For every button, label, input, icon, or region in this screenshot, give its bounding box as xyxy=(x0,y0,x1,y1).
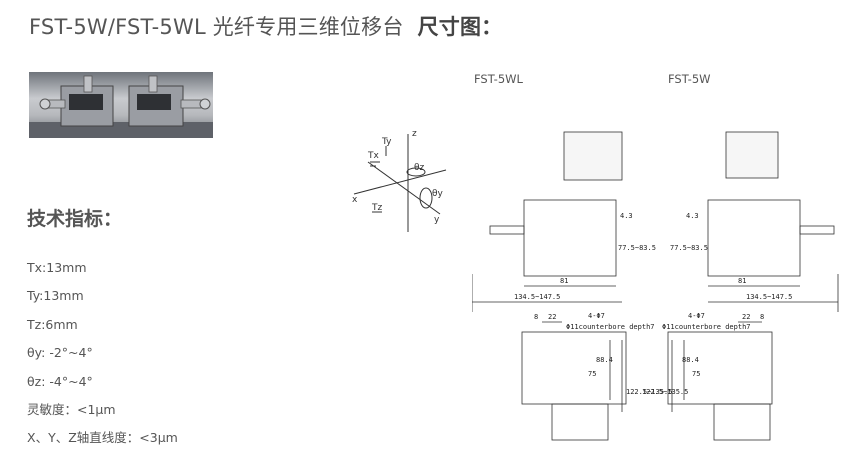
y-label: y xyxy=(434,215,440,225)
product-title: FST-5W/FST-5WL 光纤专用三维位移台 xyxy=(29,15,404,39)
wl-offset-dim: 4.3 xyxy=(620,212,633,220)
theta-z-label: θz xyxy=(414,163,425,173)
ty-label: Ty xyxy=(381,137,392,147)
spec-list: Tx:13mm Ty:13mm Tz:6mm θy: -2°~4° θz: -4… xyxy=(27,258,178,457)
x-label: x xyxy=(352,195,358,205)
w-offset-dim: 4.3 xyxy=(686,212,699,220)
wl-d75: 75 xyxy=(588,370,596,378)
wl-holes: 4-Φ7 xyxy=(588,312,605,320)
wl-counterbore: Φ11counterbore depth7 xyxy=(566,323,655,331)
tx-label: Tx xyxy=(367,151,379,161)
dimension-heading: 尺寸图： xyxy=(417,15,503,39)
wl-d88: 88.4 xyxy=(596,356,613,364)
w-width-range-dim: 134.5~147.5 xyxy=(746,293,792,301)
w-d75: 75 xyxy=(692,370,700,378)
w-inner-dim: 81 xyxy=(738,277,746,285)
spec-theta-y: θy: -2°~4° xyxy=(27,345,93,361)
w-counterbore: Φ11counterbore depth7 xyxy=(662,323,751,331)
theta-y-label: θy xyxy=(432,189,444,199)
x-axis-line xyxy=(353,169,447,195)
page-title: FST-5W/FST-5WL 光纤专用三维位移台尺寸图： xyxy=(29,11,502,41)
wl-bottom-range-dim: 122.5~135.5 xyxy=(626,388,672,396)
w-drawing xyxy=(667,131,839,441)
theta-z-arc xyxy=(406,167,426,177)
axis-diagram: z x y Tx Ty Tz θy θz xyxy=(352,129,447,232)
spec-straightness: X、Y、Z轴直线度：<3μm xyxy=(27,430,178,446)
w-d8: 8 xyxy=(760,313,764,321)
wl-iso-view xyxy=(563,131,623,181)
wl-drawing xyxy=(472,131,627,441)
z-label: z xyxy=(412,129,417,139)
wl-width-range-dim: 134.5~147.5 xyxy=(514,293,560,301)
w-d22: 22 xyxy=(742,313,750,321)
spec-ty: Ty:13mm xyxy=(27,288,84,304)
w-iso-view xyxy=(725,131,779,179)
wl-height-range-dim: 77.5~83.5 xyxy=(618,244,656,252)
spec-theta-z: θz: -4°~4° xyxy=(27,373,93,389)
w-d88: 88.4 xyxy=(682,356,699,364)
specs-heading: 技术指标： xyxy=(27,208,123,230)
theta-y-arc xyxy=(419,187,433,209)
spec-sensitivity: 灵敏度：<1μm xyxy=(27,401,116,417)
w-top-view xyxy=(707,199,801,277)
model-label-wl: FST-5WL xyxy=(474,72,523,86)
tz-label: Tz xyxy=(371,203,382,213)
w-front-base xyxy=(713,403,771,441)
w-bottom-range-dim: 122.5~135.5 xyxy=(642,388,688,396)
y-axis-line xyxy=(367,161,441,215)
wl-top-view xyxy=(523,199,617,277)
wl-micrometer-top xyxy=(489,225,525,235)
wl-front-view xyxy=(521,331,627,405)
dimension-drawings: 4.3 77.5~83.5 81 134.5~147.5 8 22 4-Φ7 Φ… xyxy=(472,131,839,441)
model-label-w: FST-5W xyxy=(668,72,711,86)
stage-right xyxy=(128,75,211,127)
wl-d22: 22 xyxy=(548,313,556,321)
w-height-range-dim: 77.5~83.5 xyxy=(670,244,708,252)
stage-photo-illustration xyxy=(29,75,213,138)
stage-left xyxy=(39,75,114,127)
wl-inner-dim: 81 xyxy=(560,277,568,285)
w-holes: 4-Φ7 xyxy=(688,312,705,320)
product-photo xyxy=(29,72,213,138)
w-micrometer-top xyxy=(799,225,835,235)
wl-front-base xyxy=(551,403,609,441)
wl-d8: 8 xyxy=(534,313,538,321)
spec-tx: Tx:13mm xyxy=(27,260,87,275)
spec-tz: Tz:6mm xyxy=(27,316,78,332)
